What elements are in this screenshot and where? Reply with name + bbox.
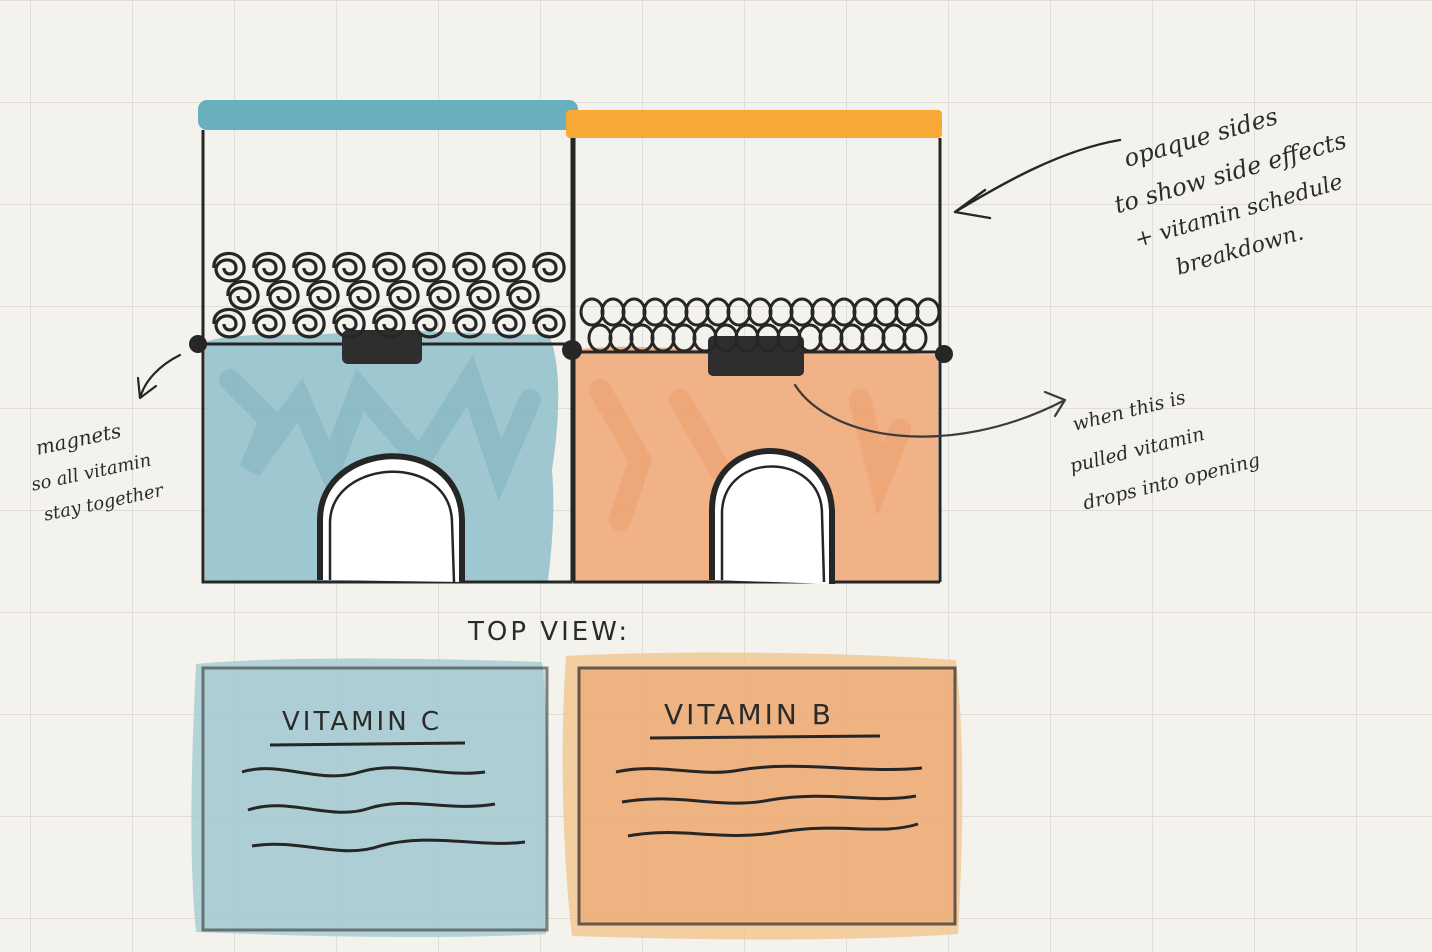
arrow-icon — [953, 138, 1122, 220]
scribble-pill-icon — [506, 279, 540, 311]
text-squiggle — [247, 801, 496, 814]
magnet-dot-icon — [189, 335, 207, 353]
left-arch-opening — [317, 453, 465, 582]
right-dispenser — [566, 110, 942, 584]
left-dispenser — [198, 100, 578, 584]
scribble-pill-icon — [386, 279, 420, 311]
round-pill-icon — [902, 323, 928, 353]
arrow-icon — [136, 353, 182, 400]
arrow-icon — [793, 383, 1067, 438]
left-pull-tab — [342, 330, 422, 364]
text-squiggle — [615, 764, 923, 774]
scribble-pill-icon — [332, 307, 366, 339]
top-view-heading: TOP VIEW: — [467, 617, 630, 647]
scribble-pill-icon — [306, 279, 340, 311]
magnet-dot-icon — [935, 345, 953, 363]
scribble-pill-icon — [332, 251, 366, 283]
scribble-pill-icon — [532, 251, 566, 283]
vitamin-c-label: VITAMIN C — [282, 707, 442, 737]
magnet-dot-icon — [562, 340, 582, 360]
left-lid — [198, 100, 578, 130]
scribble-pill-icon — [426, 279, 460, 311]
scribble-pill-icon — [212, 251, 246, 283]
scribble-pill-icon — [252, 307, 286, 339]
scribble-pill-icon — [532, 307, 566, 339]
scribble-pill-icon — [266, 279, 300, 311]
label-underline — [269, 741, 466, 747]
right-arch-opening — [709, 448, 835, 584]
scribble-pill-icon — [492, 251, 526, 283]
round-pill-icon — [579, 297, 941, 353]
scribble-pill-icon — [452, 251, 486, 283]
top-view-left-box — [201, 666, 549, 932]
scribble-pill-icon — [412, 251, 446, 283]
scribble-pill-icon — [292, 251, 326, 283]
scribble-pill-icon — [212, 251, 566, 339]
scribble-pill-icon — [372, 251, 406, 283]
scribble-pill-icon — [292, 307, 326, 339]
text-squiggle — [627, 822, 919, 838]
scribble-pill-icon — [466, 279, 500, 311]
text-squiggle — [251, 838, 526, 853]
vitamin-b-label: VITAMIN B — [664, 698, 834, 731]
top-view-vitamin-c: VITAMIN C — [191, 658, 549, 938]
scribble-pill-icon — [372, 307, 406, 339]
right-lid — [566, 110, 942, 138]
right-base-wash — [589, 379, 911, 531]
scribble-pill-icon — [346, 279, 380, 311]
label-underline — [649, 734, 881, 740]
scribble-pill-icon — [212, 307, 246, 339]
round-pill-icon — [915, 297, 941, 327]
scribble-pill-icon — [452, 307, 486, 339]
scribble-pill-icon — [252, 251, 286, 283]
scribble-pill-icon — [226, 279, 260, 311]
text-squiggle — [241, 766, 486, 778]
text-squiggle — [621, 794, 917, 805]
top-view-right-box — [577, 666, 957, 926]
scribble-pill-icon — [412, 307, 446, 339]
top-view-vitamin-b: VITAMIN B — [562, 652, 963, 940]
left-base-wash — [219, 354, 541, 501]
scribble-pill-icon — [492, 307, 526, 339]
